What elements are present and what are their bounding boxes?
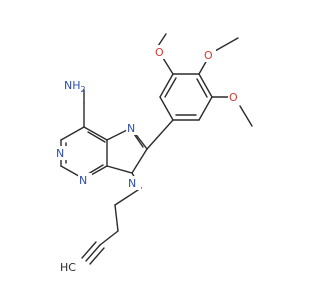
bond [87,164,104,175]
molecule-structure: NH2 N N N N O O O HC [54,33,253,274]
bond [157,33,167,47]
bond [89,247,105,265]
bond [114,204,119,232]
atom-label-o-right: O [229,91,238,104]
bond [239,105,253,127]
atom-label-n1: N [56,147,64,160]
bond [81,241,97,259]
bond [85,244,101,262]
bond [214,37,239,52]
bond [133,133,144,148]
bond [159,73,174,98]
bond [198,73,213,98]
bond [99,230,119,246]
atom-label-o-mid: O [204,49,213,62]
bond [164,77,177,98]
bond [196,78,208,98]
bond [146,119,174,150]
atom-label-n9: N [128,177,136,190]
atom-label-n7: N [127,122,135,135]
bond [198,96,213,121]
bonds [60,33,253,265]
bond [83,126,108,141]
bond [162,57,174,75]
atom-labels: NH2 N N N N O O O HC [54,45,241,274]
bond [87,131,106,143]
atom-label-n3: N [79,174,87,187]
atom-label-amine: NH2 [64,79,86,94]
bond [106,165,133,174]
bond [159,96,174,121]
atom-label-o-top: O [155,46,164,59]
bond [114,187,142,206]
bond [131,148,148,174]
atom-label-alkyne-h: HC [60,261,76,274]
bond [198,59,208,75]
bond [60,126,85,141]
